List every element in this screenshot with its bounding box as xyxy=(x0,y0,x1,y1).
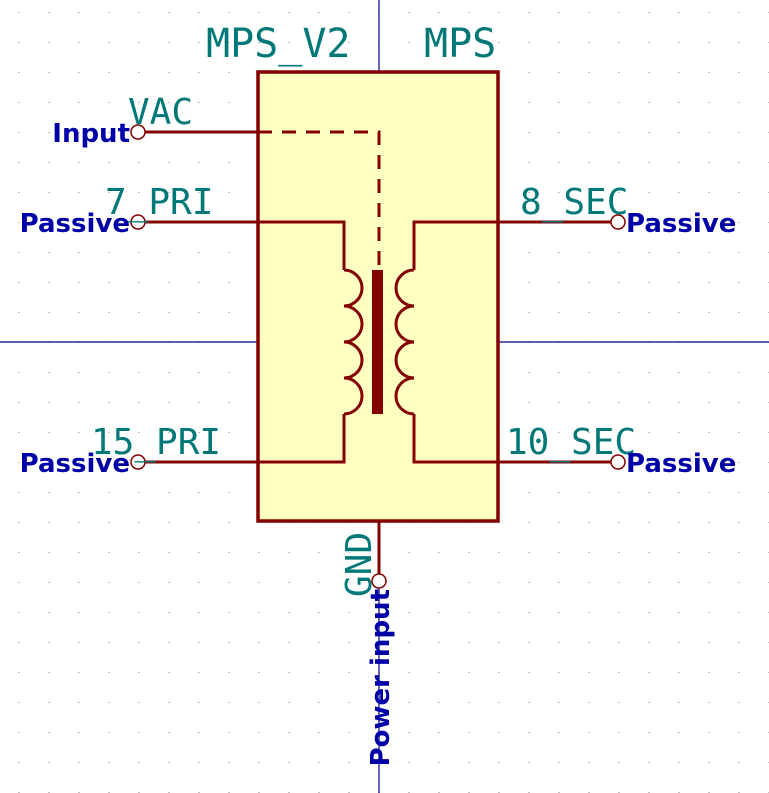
secondary-lead-top xyxy=(412,220,498,270)
pin-type-gnd: Power input xyxy=(366,589,396,766)
pin-type-10-sec: Passive xyxy=(626,449,736,479)
pin-endpoint-15-pri xyxy=(130,454,146,470)
pin-type-7-pri: Passive xyxy=(20,209,130,239)
pin-name-15-pri: 15_PRI xyxy=(91,422,221,463)
transformer-core xyxy=(372,270,383,414)
primary-lead-bottom xyxy=(258,414,346,464)
primary-lead-top xyxy=(258,220,346,270)
transformer-graphic xyxy=(258,130,498,464)
pin-endpoint-gnd xyxy=(371,573,387,589)
pin-name-10-sec: 10_SEC xyxy=(506,422,636,463)
pin-endpoint-10-sec xyxy=(610,454,626,470)
pin-type-vac: Input xyxy=(52,119,130,149)
pin-type-8-sec: Passive xyxy=(626,209,736,239)
pin-endpoint-8-sec xyxy=(610,214,626,230)
pin-lines xyxy=(138,130,618,581)
pin-endpoint-7-pri xyxy=(130,214,146,230)
symbol-reference[interactable]: MPS_V2 xyxy=(206,21,351,67)
symbol-value[interactable]: MPS xyxy=(424,21,496,67)
pin-name-7-pri: 7_PRI xyxy=(105,182,213,223)
pin-endpoints[interactable] xyxy=(130,124,626,589)
pin-name-8-sec: 8_SEC xyxy=(520,182,628,223)
pin-name-gnd: GND xyxy=(339,532,380,597)
primary-coil xyxy=(343,268,364,416)
vac-dashed-line xyxy=(258,130,381,270)
secondary-coil xyxy=(394,268,415,416)
pin-endpoint-vac xyxy=(130,124,146,140)
pin-type-15-pri: Passive xyxy=(20,449,130,479)
pin-name-vac: VAC xyxy=(128,92,193,133)
secondary-lead-bottom xyxy=(412,414,498,464)
